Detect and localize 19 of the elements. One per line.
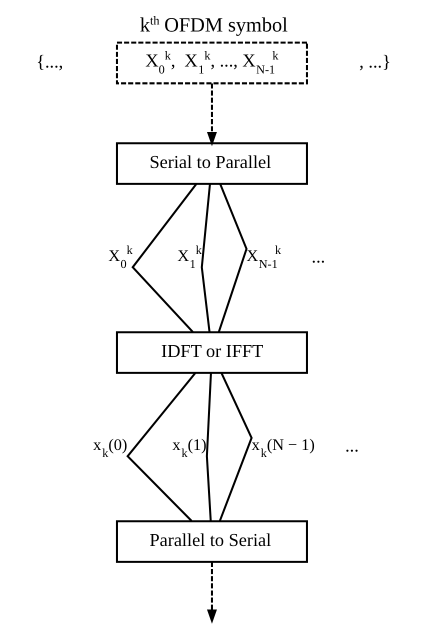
- edge-label: x$_{k}$(N − 1): [252, 436, 315, 460]
- connector: [132, 183, 198, 333]
- label: ...: [312, 246, 326, 267]
- node-box: Parallel to Serial: [116, 520, 308, 563]
- connector: [206, 372, 212, 521]
- connector: [126, 372, 196, 522]
- label: ...: [345, 436, 359, 456]
- edge-label: x$_{k}$(0): [93, 436, 128, 460]
- arrow: [206, 83, 217, 146]
- node-box: Serial to Parallel: [116, 142, 308, 185]
- node-label: {...,: [36, 51, 64, 72]
- arrow: [206, 562, 217, 624]
- node-label: , ...}: [359, 51, 391, 72]
- connector: [218, 372, 253, 522]
- node-box: IDFT or IFFT: [116, 331, 308, 374]
- connector: [218, 184, 248, 332]
- connector: [200, 184, 211, 332]
- diagram-title: k$^{th}$ OFDM symbol: [140, 13, 288, 36]
- edge-label: x$_{k}$(1): [172, 436, 207, 460]
